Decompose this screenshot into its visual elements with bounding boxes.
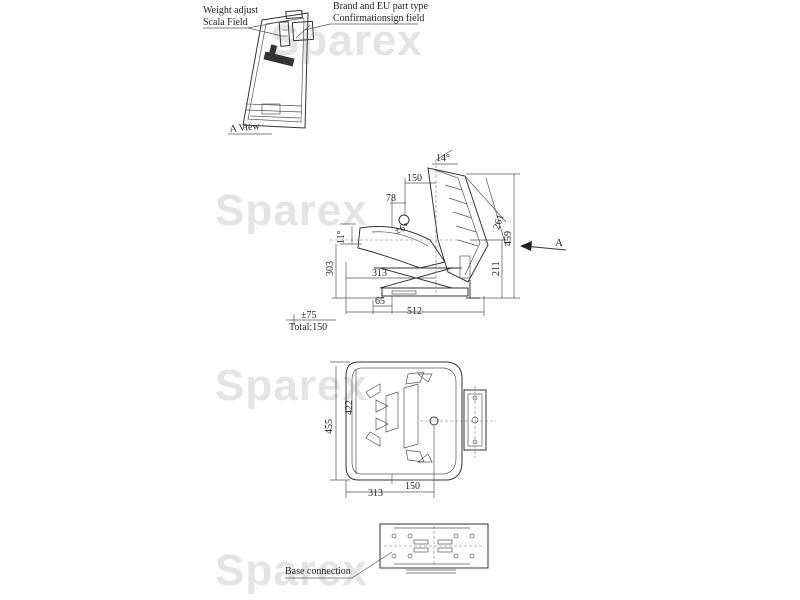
view-arrow-a-label: A: [555, 237, 563, 249]
dim-150-top: 150: [407, 173, 422, 184]
watermark-lower-middle: Sparex: [215, 361, 368, 410]
dim-angle-14: 14°: [436, 153, 450, 164]
weight-adjust-label: Weight adjust: [203, 5, 258, 16]
dim-65: 65: [375, 296, 385, 307]
dim-313-plan: 313: [368, 488, 383, 499]
dim-angle-11: 11°: [336, 230, 347, 244]
dim-313-side: 313: [372, 268, 387, 279]
brand-eu-label: Brand and EU part type: [333, 1, 429, 12]
dim-512: 512: [407, 306, 422, 317]
view-a-label: A View: [229, 121, 261, 135]
base-connection-label: Base connection: [285, 566, 351, 577]
plan-view-drawing: [345, 361, 496, 481]
plan-dimension-lines: [330, 361, 435, 498]
brand-logo: [263, 44, 295, 67]
dim-261: 261: [491, 213, 506, 231]
base-plate-drawing: [379, 523, 489, 574]
dim-78: 78: [386, 193, 396, 204]
view-a-drawing: [242, 9, 315, 129]
watermark-upper-middle: Sparex: [215, 186, 368, 235]
side-dimension-lines: [286, 149, 567, 326]
scala-field-label: Scala Field: [203, 17, 248, 28]
total-travel: Total:150: [289, 322, 327, 333]
view-a-callouts: [203, 19, 418, 135]
dim-303: 303: [325, 261, 336, 276]
watermark-bottom: Sparex: [215, 546, 368, 595]
dim-459: 459: [503, 231, 514, 246]
dim-211: 211: [491, 261, 502, 276]
watermark-group: Sparex Sparex Sparex Sparex: [215, 16, 422, 595]
dim-455: 455: [324, 419, 335, 434]
dim-angle-travel: ±6°: [393, 221, 411, 237]
dim-422: 422: [344, 400, 355, 415]
confirmation-label: Confirmationsign field: [333, 13, 424, 24]
dim-150-plan: 150: [405, 481, 420, 492]
base-connection-callout: [285, 551, 393, 579]
travel-pm75: ±75: [301, 310, 317, 321]
